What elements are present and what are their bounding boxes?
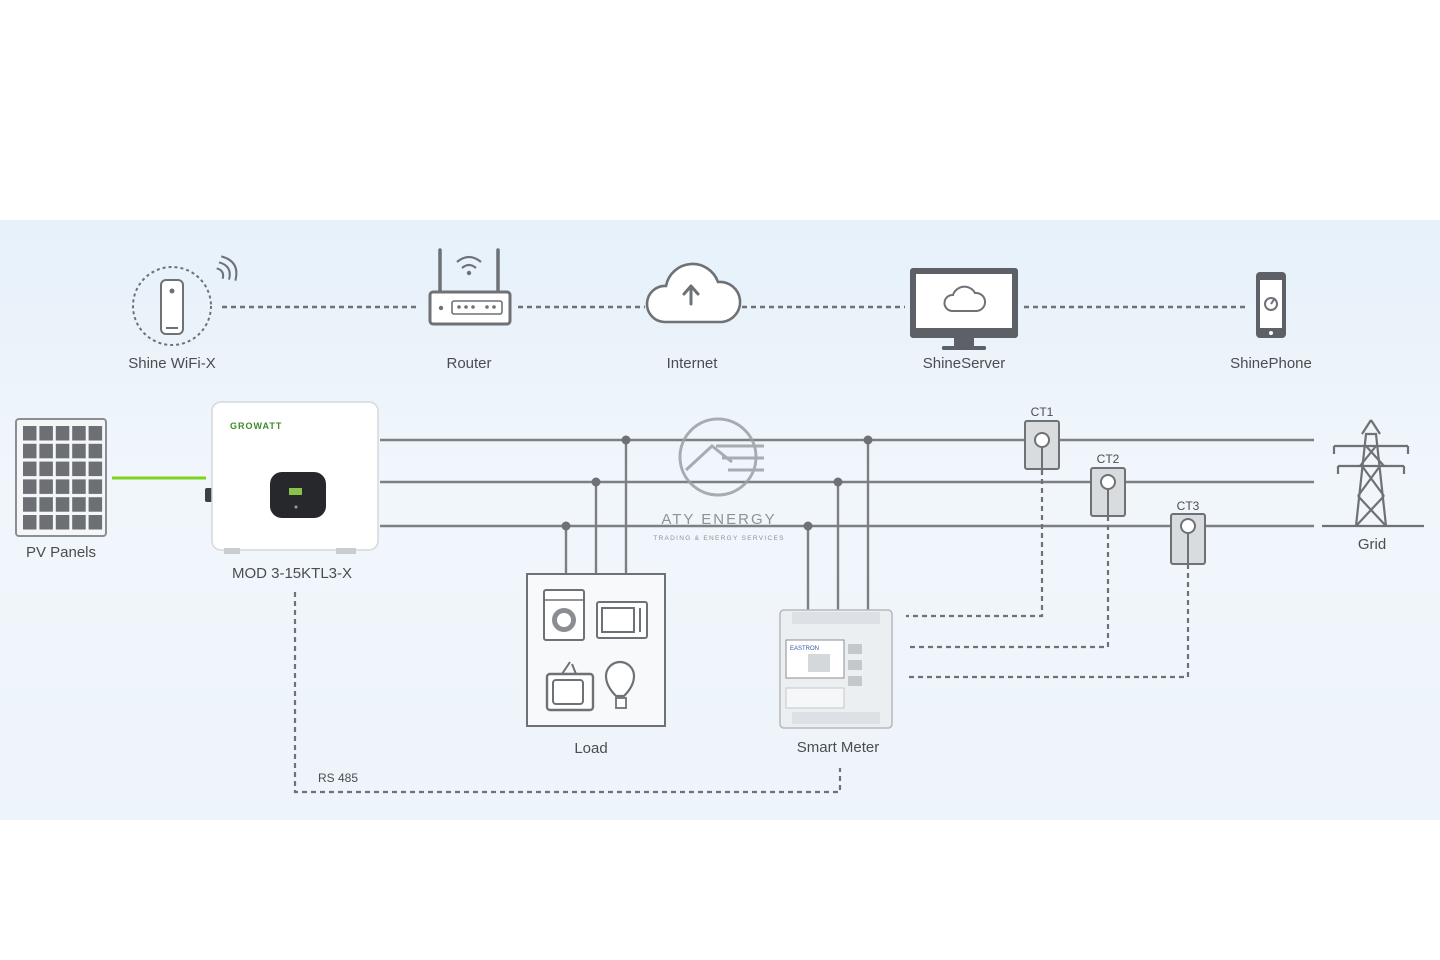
pv-cell (23, 443, 37, 459)
ct-wiring (906, 470, 1190, 679)
junction-dots (561, 435, 873, 531)
ct3-label: CT3 (1177, 499, 1200, 513)
pv-cell (39, 426, 53, 441)
monitor-cloud-icon (910, 268, 1018, 350)
pv-cell (55, 443, 70, 459)
watermark-name: ATY ENERGY (661, 511, 776, 528)
smart-meter-label: Smart Meter (797, 739, 880, 756)
pv-cell (88, 426, 103, 441)
pv-cell (72, 515, 86, 530)
ct3-sensor (1170, 513, 1206, 565)
load-label: Load (574, 740, 607, 757)
ct2-sensor (1090, 467, 1126, 517)
pv-cell (88, 461, 103, 477)
pv-cell (72, 479, 86, 494)
watermark-tagline: TRADING & ENERGY SERVICES (653, 535, 785, 542)
internet-label: Internet (667, 355, 719, 372)
cloud-upload-icon (645, 262, 742, 324)
washing-machine-icon (543, 589, 585, 641)
shine-phone-label: ShinePhone (1230, 355, 1312, 372)
pv-cell (72, 443, 86, 459)
pv-cell (23, 515, 37, 530)
rs485-link (293, 592, 842, 794)
grid-label: Grid (1358, 536, 1386, 553)
pv-cell (55, 515, 70, 530)
ct1-sensor (1024, 420, 1060, 470)
smartphone-icon (1256, 272, 1286, 338)
pv-cell (88, 479, 103, 494)
inverter-label: MOD 3-15KTL3-X (232, 565, 352, 582)
pv-cell (23, 426, 37, 441)
shine-wifi-label: Shine WiFi-X (128, 355, 216, 372)
svg-text:EASTRON: EASTRON (790, 646, 819, 652)
pv-cell (88, 515, 103, 530)
pv-cell (72, 497, 86, 512)
aty-energy-logo (678, 417, 764, 497)
light-bulb-icon (604, 660, 636, 709)
pv-panel-icon (15, 418, 107, 537)
wifi-dongle-icon (132, 255, 238, 346)
pv-cell (23, 497, 37, 512)
pv-cell (88, 443, 103, 459)
inverter-icon (205, 401, 379, 554)
pv-cell (39, 497, 53, 512)
router-label: Router (446, 355, 491, 372)
pv-cell (39, 461, 53, 477)
pv-cell (55, 497, 70, 512)
rs485-label: RS 485 (318, 771, 358, 785)
ct1-label: CT1 (1031, 405, 1054, 419)
ct2-label: CT2 (1097, 452, 1120, 466)
pv-cell (72, 461, 86, 477)
inverter-brand: GROWATT (230, 421, 282, 431)
pv-cell (88, 497, 103, 512)
power-lines (380, 438, 1314, 612)
pv-cell (55, 461, 70, 477)
pv-cell (23, 461, 37, 477)
pv-cell (39, 515, 53, 530)
load-box (526, 573, 666, 727)
pv-cell (55, 479, 70, 494)
pv-cell (39, 443, 53, 459)
router-icon (428, 248, 512, 326)
pv-cell (39, 479, 53, 494)
pv-cell (72, 426, 86, 441)
pv-panels-label: PV Panels (26, 544, 96, 561)
shine-server-label: ShineServer (923, 355, 1006, 372)
smart-meter-icon: EASTRON (779, 609, 893, 729)
grid-tower-icon (1322, 419, 1424, 528)
tv-icon (545, 661, 595, 712)
pv-cell (23, 479, 37, 494)
pv-cell (55, 426, 70, 441)
microwave-icon (596, 601, 648, 639)
